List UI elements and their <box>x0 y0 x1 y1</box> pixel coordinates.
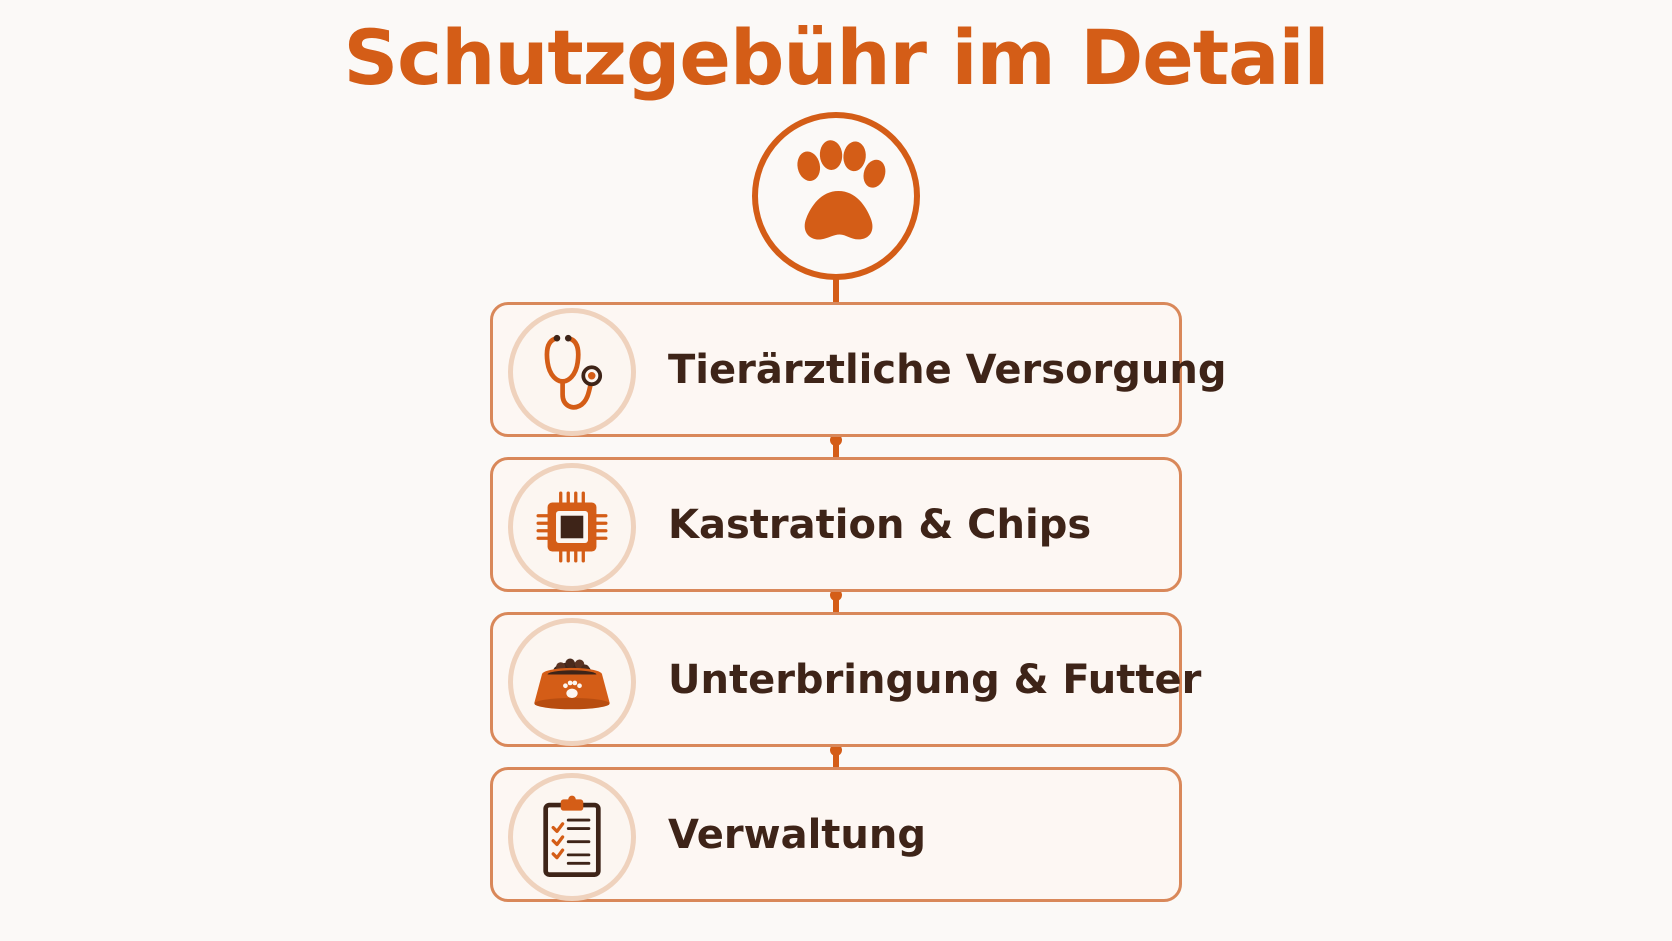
connector-dot <box>830 434 842 446</box>
item-label: Tierärztliche Versorgung <box>668 346 1227 393</box>
icon-ring <box>508 463 636 591</box>
icon-ring <box>508 618 636 746</box>
item-label: Unterbringung & Futter <box>668 656 1202 703</box>
connector-dot <box>830 744 842 756</box>
list-item: Tierärztliche Versorgung <box>490 302 1227 437</box>
item-label: Kastration & Chips <box>668 501 1092 548</box>
item-label: Verwaltung <box>668 811 926 858</box>
list-item: Unterbringung & Futter <box>490 612 1201 747</box>
connector-line <box>833 436 839 458</box>
stethoscope-icon <box>544 334 603 410</box>
connector-line <box>833 590 839 614</box>
icon-ring <box>508 773 636 901</box>
paw-icon <box>797 140 886 240</box>
food-bowl-icon <box>534 658 610 710</box>
icon-ring <box>508 308 636 436</box>
page-title: Schutzgebühr im Detail <box>343 13 1329 102</box>
microchip-icon <box>536 491 608 563</box>
list-item: Kastration & Chips <box>490 457 1182 592</box>
connector-dot <box>830 589 842 601</box>
connector-line <box>833 278 839 304</box>
paw-badge <box>752 112 920 280</box>
clipboard-checklist-icon <box>543 795 601 877</box>
connector-line <box>833 745 839 769</box>
list-item: Verwaltung <box>490 767 1182 902</box>
